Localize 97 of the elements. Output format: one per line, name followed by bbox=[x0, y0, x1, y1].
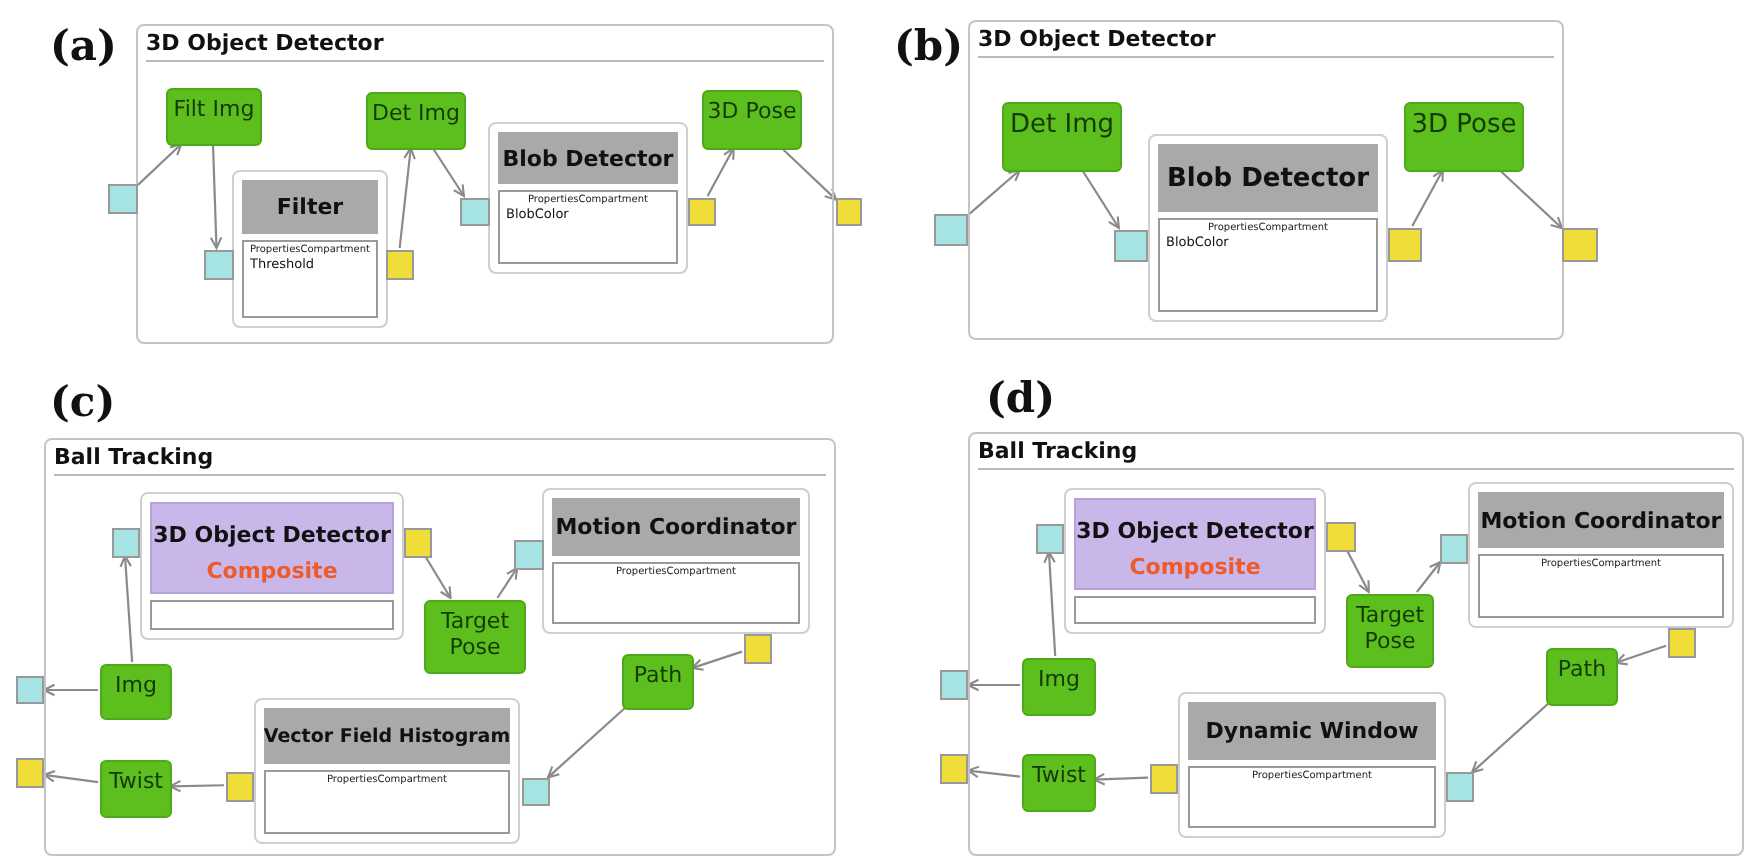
input-port bbox=[1036, 524, 1064, 554]
input-port bbox=[1114, 230, 1148, 262]
arrow bbox=[119, 554, 134, 663]
arrow bbox=[1043, 550, 1057, 657]
output-port bbox=[226, 772, 254, 802]
message-box: Path bbox=[622, 654, 694, 710]
arrow bbox=[1416, 560, 1442, 593]
output-port bbox=[1668, 628, 1696, 658]
arrow bbox=[1081, 169, 1120, 230]
message-box: Img bbox=[100, 664, 172, 720]
panel-label: (c) bbox=[50, 380, 116, 422]
arrow bbox=[398, 146, 416, 249]
component-title: 3D Object Detector bbox=[152, 522, 392, 548]
output-port bbox=[744, 634, 772, 664]
panel-frame bbox=[136, 24, 834, 344]
input-port bbox=[1440, 534, 1468, 564]
message-box: Img bbox=[1022, 658, 1096, 716]
arrow bbox=[168, 779, 224, 793]
arrow bbox=[967, 168, 1021, 216]
arrow bbox=[424, 555, 452, 600]
component-box bbox=[232, 170, 388, 328]
arrow bbox=[1345, 549, 1370, 594]
input-port bbox=[934, 214, 968, 246]
message-box: Det Img bbox=[1002, 102, 1122, 172]
output-port bbox=[1150, 764, 1178, 794]
arrow bbox=[780, 147, 838, 201]
message-box: Filt Img bbox=[166, 88, 262, 146]
arrow bbox=[1470, 703, 1549, 774]
output-port bbox=[1388, 228, 1422, 262]
arrow bbox=[496, 566, 519, 599]
arrow bbox=[706, 146, 735, 197]
panel-label: (a) bbox=[50, 24, 117, 66]
panel-title: 3D Object Detector bbox=[146, 30, 824, 62]
component-box bbox=[140, 492, 404, 640]
component-box bbox=[488, 122, 688, 274]
arrow bbox=[1092, 772, 1149, 786]
message-box: Path bbox=[1546, 648, 1618, 706]
output-port bbox=[836, 198, 862, 226]
message-box: Twist bbox=[100, 760, 172, 818]
component-title: Motion Coordinator bbox=[552, 498, 800, 556]
arrow bbox=[690, 650, 743, 671]
output-port bbox=[16, 758, 44, 788]
component-box bbox=[1148, 134, 1388, 322]
component-title: Dynamic Window bbox=[1188, 702, 1436, 760]
component-title: Blob Detector bbox=[498, 132, 678, 184]
arrow bbox=[209, 143, 223, 250]
message-box: Target Pose bbox=[1346, 594, 1434, 668]
message-box: Twist bbox=[1022, 754, 1096, 812]
panel-title: 3D Object Detector bbox=[978, 26, 1554, 58]
arrow bbox=[137, 142, 183, 186]
panel-label: (d) bbox=[986, 376, 1056, 418]
component-title: Filter bbox=[242, 180, 378, 234]
arrow bbox=[546, 707, 626, 779]
message-box: Target Pose bbox=[424, 600, 526, 674]
component-box bbox=[1178, 692, 1446, 838]
input-port bbox=[940, 670, 968, 700]
output-port bbox=[404, 528, 432, 558]
arrow bbox=[1498, 169, 1564, 230]
output-port bbox=[386, 250, 414, 280]
input-port bbox=[204, 250, 234, 280]
arrow bbox=[1614, 644, 1667, 666]
composite-tag: Composite bbox=[1076, 554, 1314, 580]
component-box bbox=[1064, 488, 1326, 634]
component-title: Vector Field Histogram bbox=[264, 708, 510, 764]
input-port bbox=[112, 528, 140, 558]
component-title: 3D Object Detector bbox=[1076, 518, 1314, 544]
panel-title: Ball Tracking bbox=[54, 444, 826, 476]
input-port bbox=[522, 778, 550, 806]
panel-label: (b) bbox=[894, 24, 964, 66]
component-title: Blob Detector bbox=[1158, 144, 1378, 212]
arrow bbox=[42, 683, 98, 697]
input-port bbox=[514, 540, 544, 570]
message-box: Det Img bbox=[366, 92, 466, 150]
panel-frame bbox=[44, 438, 836, 856]
panel-frame bbox=[968, 20, 1564, 340]
component-title: Motion Coordinator bbox=[1478, 492, 1724, 548]
panel-frame bbox=[968, 432, 1744, 856]
output-port bbox=[1562, 228, 1598, 262]
arrow bbox=[431, 147, 465, 198]
component-box bbox=[254, 698, 520, 844]
component-box bbox=[542, 488, 810, 634]
input-port bbox=[1446, 772, 1474, 802]
input-port bbox=[108, 184, 138, 214]
arrow bbox=[966, 765, 1021, 779]
message-box: 3D Pose bbox=[1404, 102, 1524, 172]
output-port bbox=[688, 198, 716, 226]
component-box bbox=[1468, 482, 1734, 628]
arrow bbox=[42, 770, 99, 784]
arrow bbox=[1411, 168, 1444, 227]
input-port bbox=[460, 198, 490, 226]
output-port bbox=[940, 754, 968, 784]
panel-title: Ball Tracking bbox=[978, 438, 1734, 470]
arrow bbox=[966, 678, 1020, 692]
composite-tag: Composite bbox=[152, 558, 392, 584]
message-box: 3D Pose bbox=[702, 90, 802, 150]
output-port bbox=[1326, 522, 1356, 552]
input-port bbox=[16, 676, 44, 704]
